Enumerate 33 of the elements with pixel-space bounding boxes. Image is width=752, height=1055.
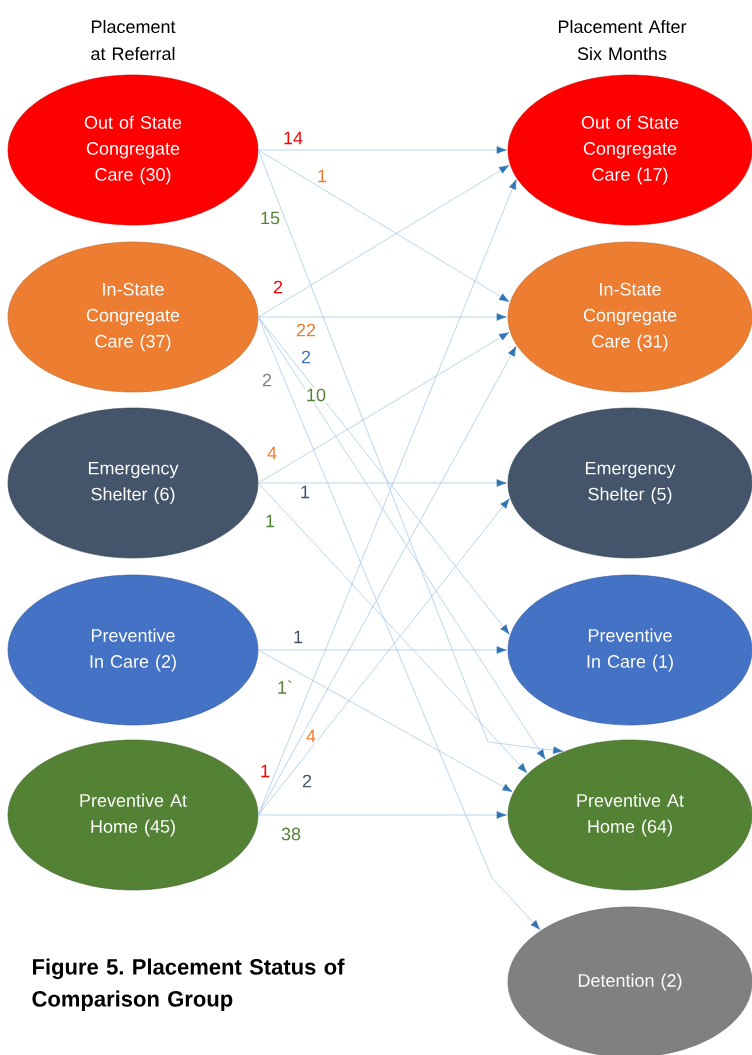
arrow — [257, 313, 507, 321]
edge-label: 1 — [292, 629, 304, 645]
edge-label: 10 — [305, 387, 327, 403]
arrow — [257, 316, 546, 760]
edge-label: 2 — [272, 279, 284, 295]
arrow — [257, 346, 517, 816]
edge-label: 2 — [301, 773, 313, 789]
edge-label: 1 — [299, 484, 311, 500]
edge-label: 2 — [300, 349, 312, 365]
arrow — [257, 482, 528, 773]
arrow — [257, 811, 507, 819]
edge-label: 1 — [316, 168, 328, 184]
edge-label: 1 — [264, 513, 276, 529]
arrow — [257, 146, 507, 154]
arrow — [257, 149, 510, 302]
arrow — [257, 649, 513, 792]
edge-label: 22 — [295, 322, 317, 338]
edge-label: 15 — [259, 210, 281, 226]
arrow — [257, 149, 564, 754]
edge-label: 14 — [282, 130, 304, 146]
arrow — [257, 332, 510, 484]
edge-label: 1` — [276, 679, 294, 695]
edge-label: 1 — [259, 763, 271, 779]
arrow — [257, 479, 507, 487]
edge-label: 38 — [280, 826, 302, 842]
edge-label: 2 — [261, 372, 273, 388]
figure-caption: Figure 5. Placement Status of Comparison Group — [32, 958, 345, 1012]
edge-label: 4 — [305, 728, 317, 744]
arrow — [257, 316, 510, 635]
arrow — [257, 165, 510, 318]
arrow — [257, 498, 510, 816]
edge-label: 4 — [266, 445, 278, 461]
arrow — [257, 646, 507, 654]
